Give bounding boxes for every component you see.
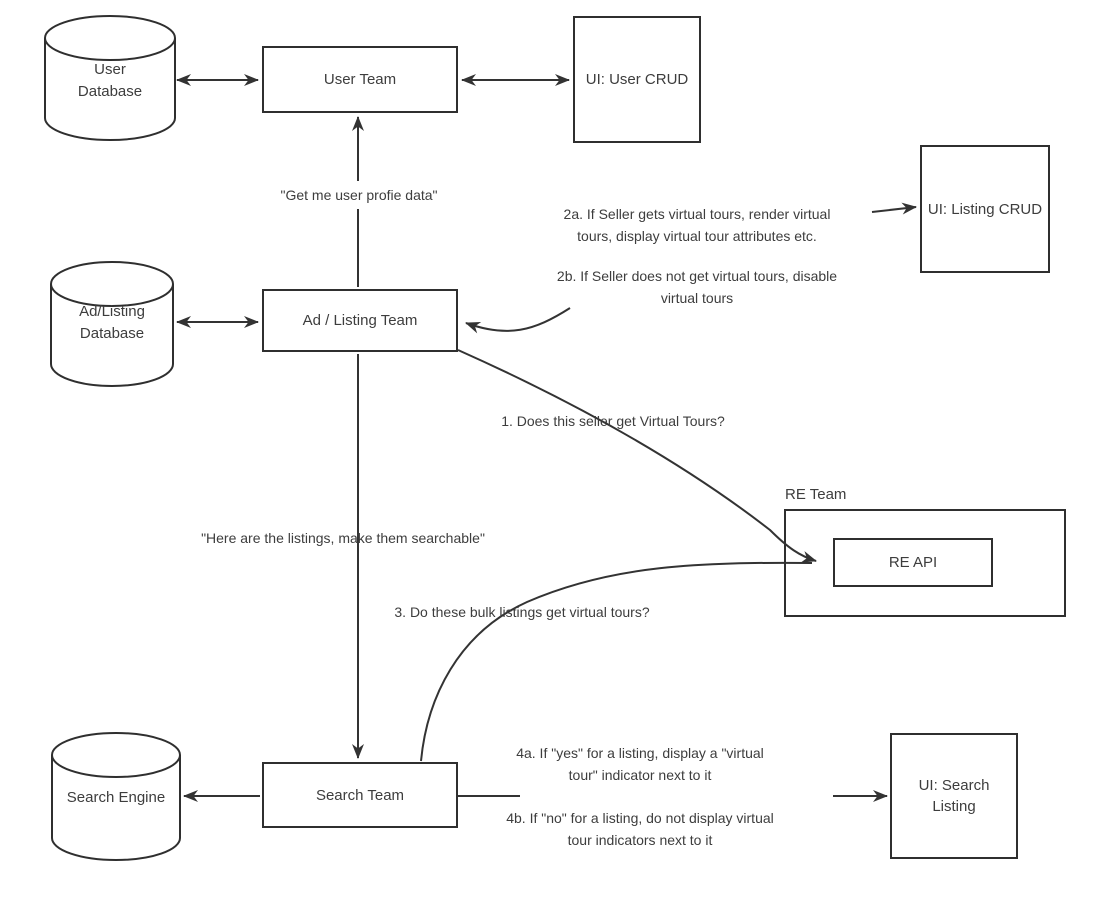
node-re-team-container [784,509,1066,617]
node-ui-search-listing: UI: Search Listing [890,733,1018,859]
ad-listing-database-cylinder [50,261,174,387]
node-ad-listing-database-label: Ad/Listing Database [79,303,145,342]
annotation-step-4a: 4a. If "yes" for a listing, display a "v… [516,745,764,783]
annotation-step-2b: 2b. If Seller does not get virtual tours… [556,268,838,306]
node-user-team: User Team [262,46,458,113]
annotation-step-3: 3. Do these bulk listings get virtual to… [394,604,650,620]
connector-searchteam-reapi [420,561,813,762]
annotation-make-searchable: "Here are the listings, make them search… [201,530,485,546]
node-search-engine-label: Search Engine [66,789,166,806]
node-re-api: RE API [833,538,993,587]
connector-adteam-reapi [457,349,817,563]
search-engine-cylinder [51,732,181,861]
node-ui-user-crud: UI: User CRUD [573,16,701,143]
annotation-get-user-profile: "Get me user profie data" [280,187,438,203]
node-user-database-label: User Database [77,61,143,100]
user-database-cylinder [44,15,176,141]
annotation-step-2a: 2a. If Seller gets virtual tours, render… [563,206,831,244]
node-ad-listing-team: Ad / Listing Team [262,289,458,352]
node-ui-listing-crud: UI: Listing CRUD [920,145,1050,273]
node-re-team-label: RE Team [785,486,847,503]
connector-2a-into-uilistingcrud [871,202,917,215]
connector-2b-into-adteam [465,307,571,334]
annotation-step-1: 1. Does this seller get Virtual Tours? [501,413,725,429]
annotation-step-4b: 4b. If "no" for a listing, do not displa… [506,810,774,848]
node-search-team: Search Team [262,762,458,828]
